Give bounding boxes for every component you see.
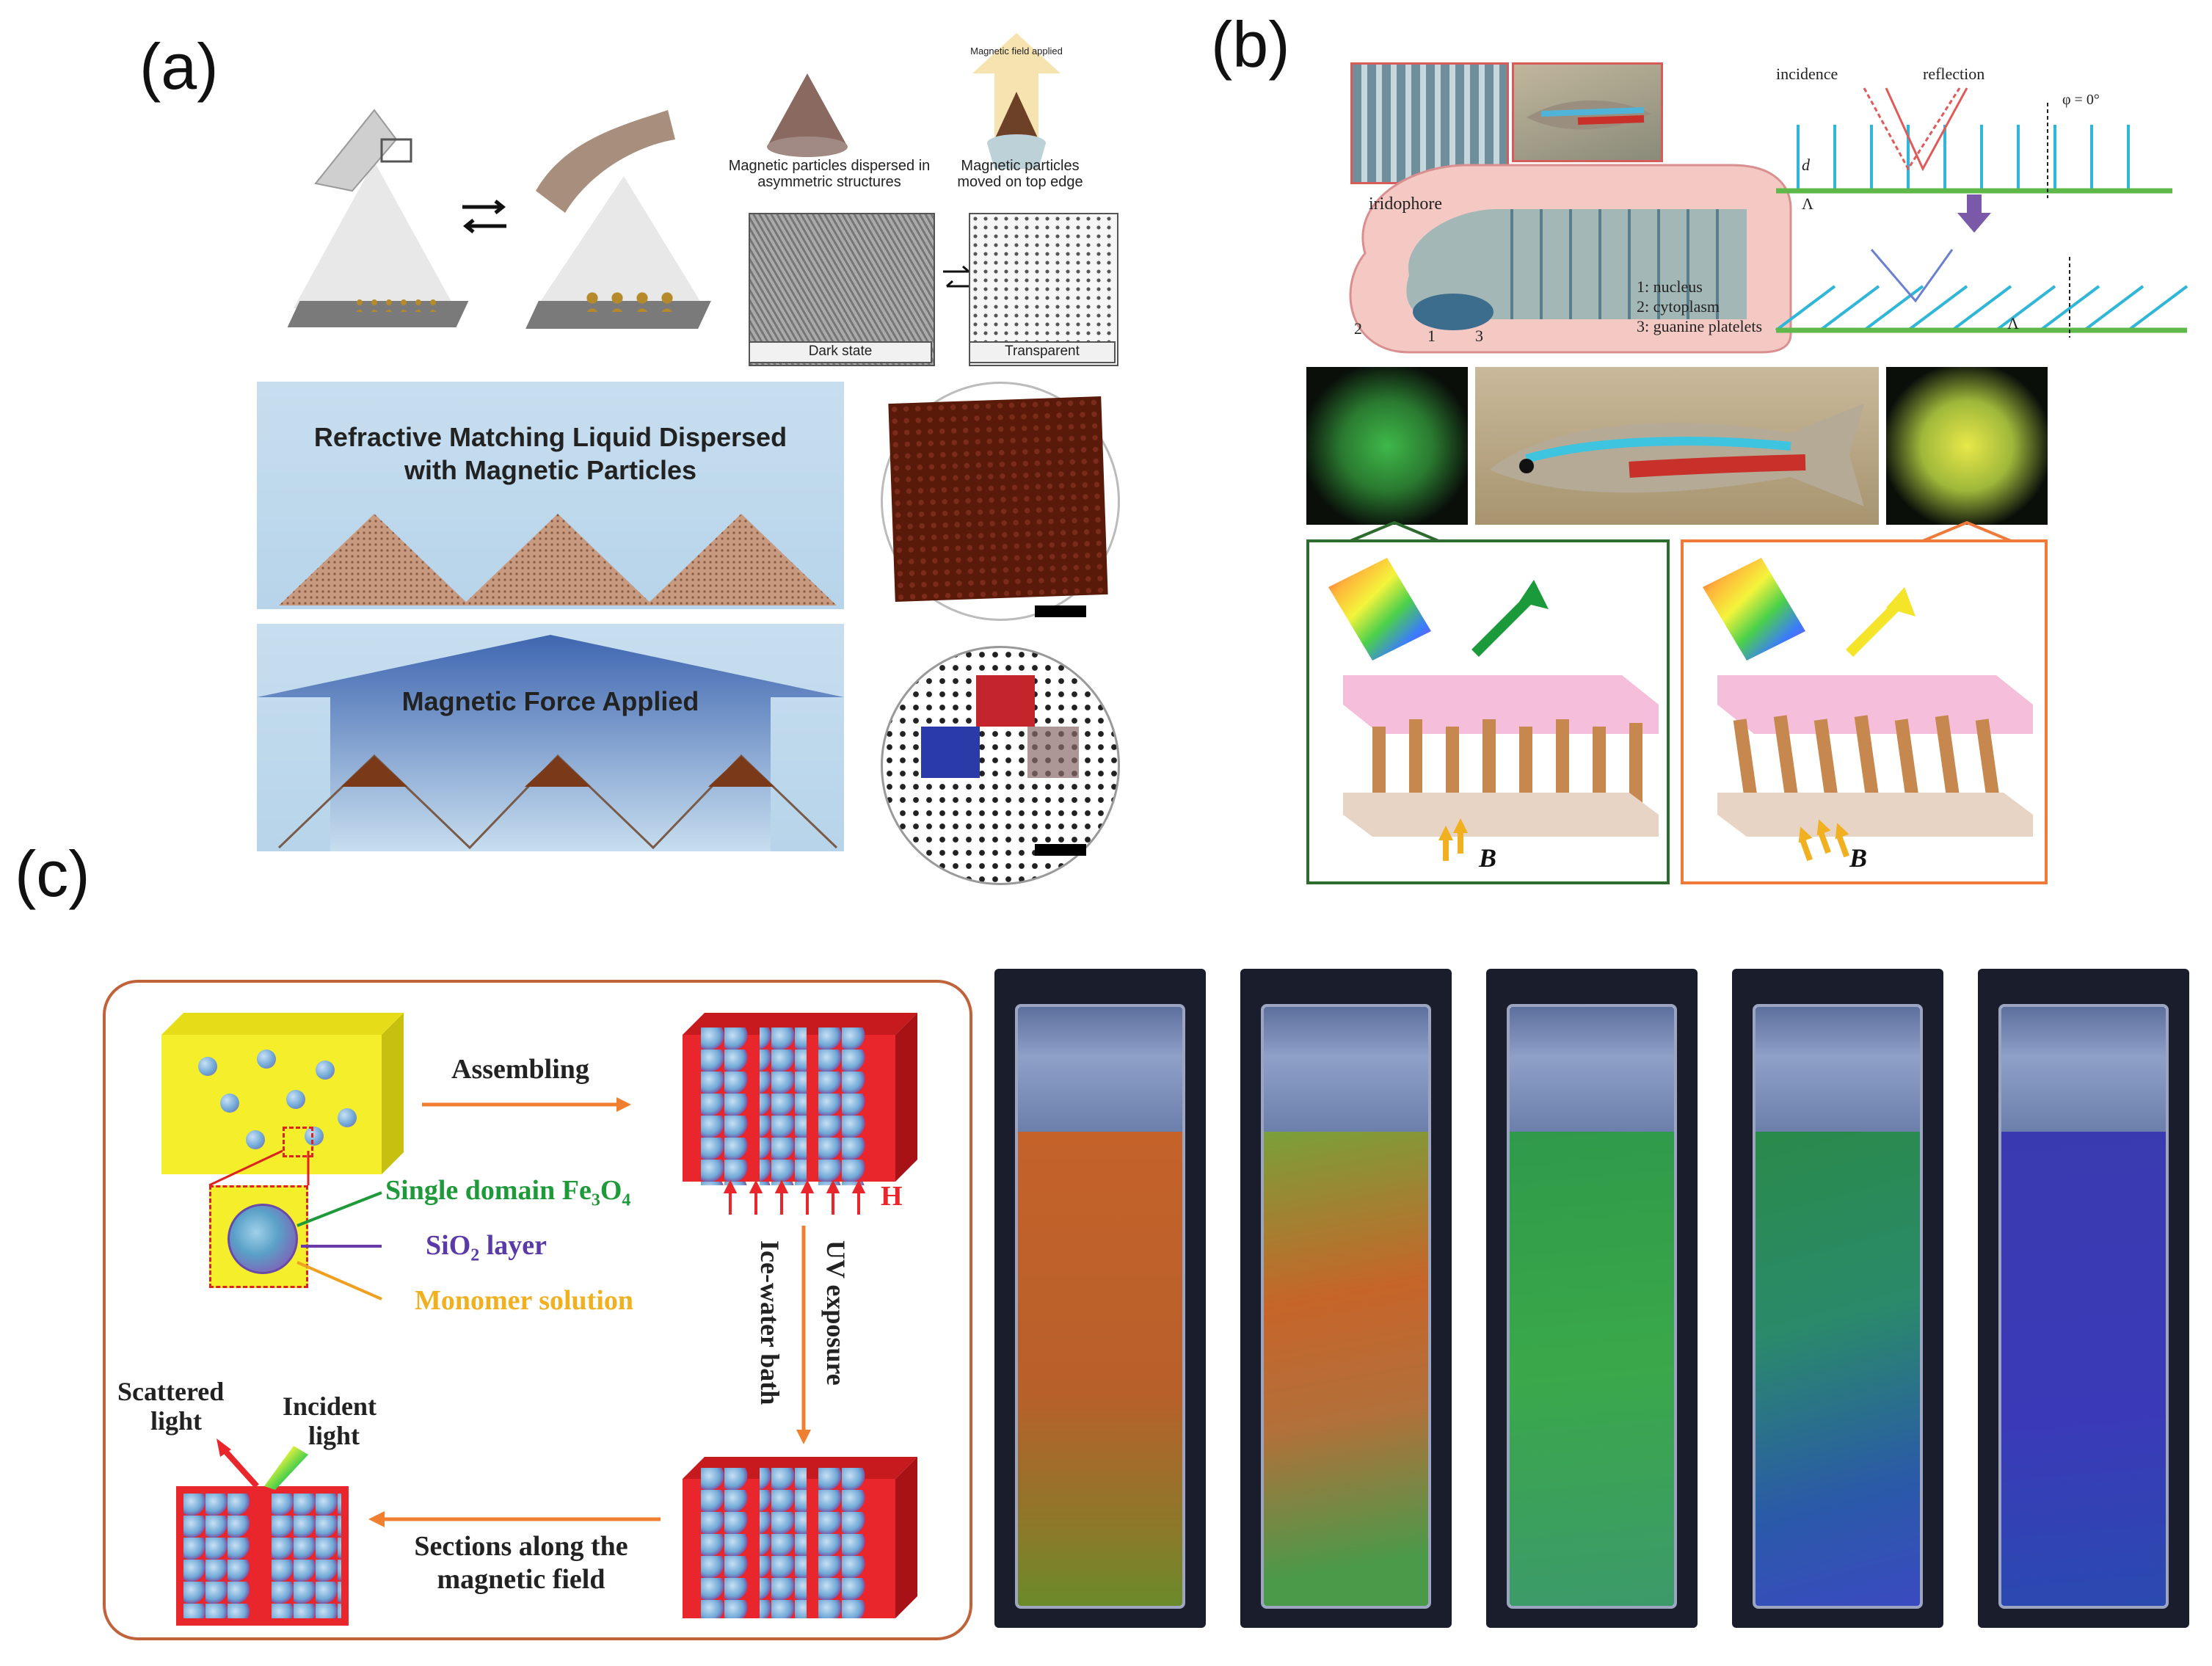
uv-arrow: [796, 1226, 811, 1444]
ice-water-label: Ice-water bath: [755, 1240, 785, 1405]
red-letter-pattern: [976, 675, 1035, 727]
dark-state-label: Dark state: [808, 343, 873, 359]
panel-label-a: (a): [139, 30, 219, 103]
phi-label: φ = 0°: [2062, 92, 2100, 108]
cone-right-top: Magnetic field applied: [970, 46, 1063, 57]
field-label-right: B: [1849, 843, 1868, 873]
d-label: d: [1802, 156, 1810, 174]
film-particles: [183, 1494, 341, 1618]
cone-left-caption: Magnetic particles dispersed in asymmetr…: [728, 158, 931, 190]
cuvette-green: [1486, 969, 1698, 1628]
dispersed-particles: [176, 1042, 367, 1167]
magnetic-force-arrow: [257, 635, 844, 851]
dark-state-image: [749, 213, 935, 366]
incident-label-2: light: [308, 1421, 360, 1450]
monomer-solution-label: Monomer solution: [415, 1285, 634, 1316]
scale-bar-2: [1035, 844, 1086, 856]
legend-guanine: 3: guanine platelets: [1637, 317, 1763, 335]
zoom-selection: [283, 1127, 313, 1157]
transparent-state-label-bar: [969, 341, 1116, 363]
field-label-left: B: [1479, 843, 1497, 873]
scattered-label-2: light: [150, 1406, 203, 1436]
core-shell-particle: [228, 1204, 298, 1274]
legend-cytoplasm: 2: cytoplasm: [1637, 297, 1720, 316]
squid-light-cone-right: [536, 110, 705, 308]
iridophore-cell: [1349, 164, 1792, 354]
lambda-label-top: Λ: [1802, 194, 1813, 213]
substrate-left-dots: [352, 297, 440, 312]
h-label: H: [881, 1181, 903, 1212]
cuvette-teal-blue: [1732, 969, 1943, 1628]
sections-label-1: Sections along the: [414, 1531, 628, 1562]
incidence-label: incidence: [1776, 65, 1838, 83]
lambda-label-bottom: Λ: [2007, 314, 2019, 332]
asymmetric-structures-dispersed: [279, 514, 837, 605]
exchange-arrows-icon: [462, 200, 506, 233]
purple-down-arrow-icon: [1957, 194, 1991, 233]
orange-frame: [1681, 539, 2048, 884]
squid-light-cone-left: [294, 109, 455, 308]
uv-exposure-label: UV exposure: [821, 1240, 851, 1386]
assembling-label: Assembling: [451, 1054, 589, 1085]
assembled-chains: [701, 1027, 892, 1185]
orange-frame-callout: [1922, 520, 2012, 542]
zoom-lines: [208, 1149, 310, 1187]
dark-sample: [888, 396, 1108, 602]
scheme-frame: [103, 980, 972, 1640]
box1-title-line2: with Magnetic Particles: [404, 455, 697, 485]
reflection-label: reflection: [1923, 65, 1985, 83]
scatter-incident-rays: [217, 1438, 308, 1490]
legend-nucleus: 1: nucleus: [1637, 277, 1703, 296]
transparent-state-label: Transparent: [1005, 343, 1080, 359]
sections-label-2: magnetic field: [437, 1564, 605, 1595]
scale-bar-1: [1035, 605, 1086, 617]
num-2: 2: [1354, 319, 1362, 338]
assembling-arrow: [422, 1097, 631, 1112]
h-field-arrows-icon: [723, 1179, 866, 1215]
asymmetric-structures-magnetized: [277, 754, 838, 850]
vertical-platelets-diagram: [1776, 87, 2172, 198]
green-frame: [1306, 539, 1670, 884]
pillar-array-green: [1328, 558, 1659, 861]
green-frame-callout: [1350, 520, 1439, 542]
magnetic-field-arrow-icon: [972, 33, 1060, 169]
tilted-platelets-diagram: [1775, 249, 2189, 338]
cone-dispersed: [767, 73, 848, 157]
incident-label-1: Incident: [283, 1392, 377, 1421]
fish-small-icon: [1527, 100, 1651, 130]
state-arrows-icon: [943, 265, 972, 288]
cuvette-red: [994, 969, 1206, 1628]
box1-title-line1: Refractive Matching Liquid Dispersed: [313, 422, 787, 452]
sio2-layer-label: SiO2 layer: [426, 1230, 547, 1265]
num-3: 3: [1475, 327, 1483, 345]
iridophore-label: iridophore: [1369, 194, 1442, 214]
gray-letter-pattern: [1027, 727, 1079, 778]
single-domain-label: Single domain Fe3O4: [385, 1175, 631, 1210]
sections-arrow: [368, 1511, 661, 1527]
scattered-label-1: Scattered: [117, 1377, 225, 1406]
green-patch-photo: [1306, 367, 1468, 525]
pillar-array-orange: [1703, 558, 2033, 862]
panel-label-b: (b): [1211, 8, 1290, 81]
dark-state-label-bar: [749, 341, 932, 363]
neon-fish-icon: [1490, 404, 1864, 506]
wafer-dark: [881, 382, 1120, 621]
num-1: 1: [1427, 327, 1436, 345]
annotation-arrows: [296, 1191, 382, 1301]
blue-letter-pattern: [921, 727, 980, 778]
cuvette-orange-green: [1240, 969, 1452, 1628]
box2-title: Magnetic Force Applied: [401, 686, 699, 716]
cone-right-caption: Magnetic particles moved on top edge: [957, 158, 1083, 190]
transparent-state-image: [969, 213, 1118, 366]
polymerized-chains: [701, 1468, 884, 1618]
yellow-patch-photo: [1886, 367, 2048, 525]
panel-label-c: (c): [15, 837, 90, 910]
cuvette-blue: [1978, 969, 2189, 1628]
substrate-right-dots: [580, 290, 683, 312]
